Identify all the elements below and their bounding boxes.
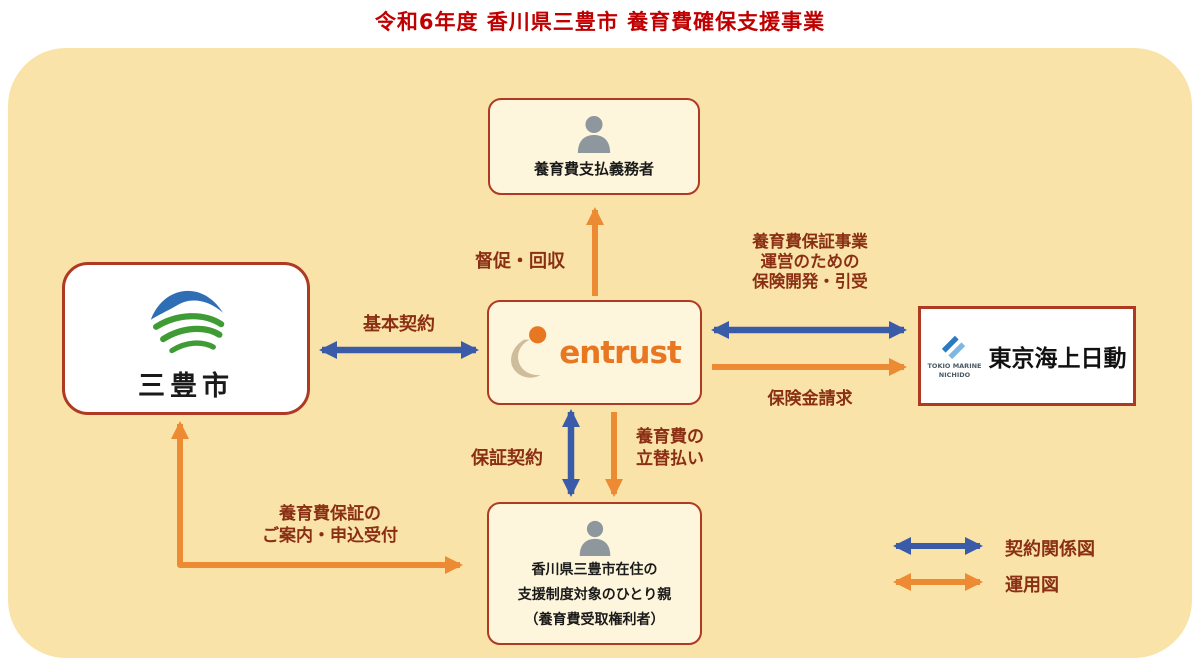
insurance-development-line1: 養育費保証事業 <box>752 232 868 251</box>
arrow-layer <box>171 207 983 591</box>
insurance-claim-label: 保険金請求 <box>767 389 853 409</box>
application-arrow <box>171 421 463 574</box>
mitoyo-label: 三豊市 <box>138 371 234 402</box>
advance-payment-line1: 養育費の <box>636 427 704 447</box>
node-mitoyo-city: 三豊市 <box>62 262 310 415</box>
node-obligor: 養育費支払義務者 <box>488 98 700 195</box>
basic-contract-label: 基本契約 <box>363 314 435 335</box>
parent-label-line3: （養育費受取権利者） <box>524 612 665 628</box>
application-line2: ご案内・申込受付 <box>262 526 398 546</box>
diagram-canvas: 養育費支払義務者 三豊市 entrust <box>8 48 1192 658</box>
parent-label-line1: 香川県三豊市在住の <box>531 562 658 578</box>
application-label: 養育費保証の ご案内・申込受付 <box>220 503 440 547</box>
tokio-marine-mark-icon <box>942 336 966 360</box>
obligor-label: 養育費支払義務者 <box>533 159 654 178</box>
guarantee-contract-label: 保証契約 <box>471 448 543 469</box>
advance-payment-line2: 立替払い <box>636 449 704 469</box>
entrust-logo-mark <box>511 325 547 378</box>
page-title: 令和6年度 香川県三豊市 養育費確保支援事業 <box>374 10 826 34</box>
parent-label-line2: 支援制度対象のひとり親 <box>517 587 672 603</box>
entrust-logo-text: entrust <box>559 334 682 371</box>
advance-payment-label: 養育費の 立替払い <box>636 426 766 470</box>
collection-label: 督促・回収 <box>475 251 565 272</box>
application-line1: 養育費保証の <box>279 504 381 524</box>
person-icon <box>577 115 611 153</box>
tokio-caption-line1: TOKIO MARINE <box>927 362 982 371</box>
node-tokio-marine: TOKIO MARINE NICHIDO 東京海上日動 <box>918 306 1136 406</box>
mitoyo-city-logo <box>150 290 225 354</box>
person-icon <box>579 520 610 556</box>
legend-operation-label: 運用図 <box>1005 575 1059 596</box>
insurance-development-label: 養育費保証事業 運営のための 保険開発・引受 <box>714 232 906 292</box>
tokio-marine-label: 東京海上日動 <box>988 346 1127 372</box>
legend-contract-label: 契約関係図 <box>1005 539 1095 560</box>
node-entrust: entrust <box>487 300 702 405</box>
tokio-caption-line2: NICHIDO <box>938 370 971 379</box>
insurance-development-line3: 保険開発・引受 <box>752 272 868 291</box>
tokio-marine-logo: TOKIO MARINE NICHIDO <box>927 333 982 379</box>
node-single-parent: 香川県三豊市在住の 支援制度対象のひとり親 （養育費受取権利者） <box>487 502 702 645</box>
insurance-development-line2: 運営のための <box>760 252 860 271</box>
